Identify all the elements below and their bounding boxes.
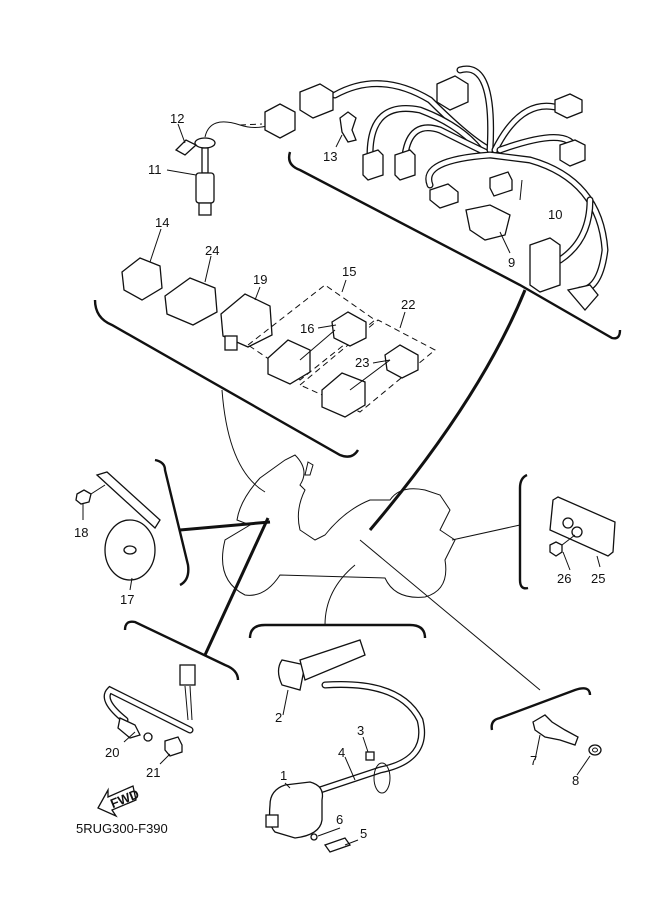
- callout-11: 11: [148, 162, 162, 177]
- drawing-code: 5RUG300-F390: [76, 821, 168, 836]
- multi-pin-connector: [529, 237, 561, 293]
- callout-21: 21: [146, 765, 160, 780]
- horn-bracket: [154, 458, 190, 587]
- harness-panel: [93, 151, 622, 458]
- relay-24: [164, 277, 218, 326]
- panel-bracket-lower: [93, 299, 360, 458]
- leader-coil: [324, 564, 356, 626]
- leader-harness-right: [368, 289, 527, 531]
- temp-sensor-group: [490, 687, 602, 756]
- plate-light-group: [518, 473, 616, 590]
- callout-8: 8: [572, 773, 579, 788]
- relays: [121, 257, 436, 418]
- relay-14: [121, 257, 163, 301]
- callout-labels: 1 2 3 4 5 6 7 8 9 10 11 12 13 14 15 16 1…: [74, 111, 605, 841]
- callout-22: 22: [401, 297, 415, 312]
- callout-10: 10: [548, 207, 562, 222]
- callout-19: 19: [253, 272, 267, 287]
- leader-harness-left: [221, 389, 266, 493]
- horn-group: [75, 458, 271, 587]
- bracket-9: [465, 204, 511, 241]
- callout-13: 13: [323, 149, 337, 164]
- plug-cap-2: [277, 659, 306, 691]
- callout-6: 6: [336, 812, 343, 827]
- callout-23: 23: [355, 355, 369, 370]
- callout-5: 5: [360, 826, 367, 841]
- callout-18: 18: [74, 525, 88, 540]
- callout-24: 24: [205, 243, 219, 258]
- panel-bracket-upper: [287, 151, 622, 340]
- callout-14: 14: [155, 215, 169, 230]
- bracket-25: [549, 496, 616, 557]
- nut-26: [549, 541, 563, 557]
- callout-26: 26: [557, 571, 571, 586]
- bolt-18: [75, 489, 92, 505]
- oxygen-sensor: [174, 103, 296, 216]
- temp-sensor-7: [532, 714, 579, 746]
- callout-25: 25: [591, 571, 605, 586]
- callout-16: 16: [300, 321, 314, 336]
- callout-1: 1: [280, 768, 287, 783]
- callout-3: 3: [357, 723, 364, 738]
- callout-20: 20: [105, 745, 119, 760]
- bolt-5: [323, 837, 352, 853]
- clamp-12: [174, 139, 198, 156]
- scooter-silhouette: [222, 454, 456, 598]
- leader-plate: [451, 524, 521, 541]
- callout-15: 15: [342, 264, 356, 279]
- ignition-group: [248, 623, 427, 853]
- callout-2: 2: [275, 710, 282, 725]
- callout-9: 9: [508, 255, 515, 270]
- fwd-label: FWD: [108, 786, 141, 811]
- lead-wire-group: [103, 620, 240, 757]
- collar-21: [164, 736, 183, 757]
- coil-1: [268, 781, 324, 839]
- gasket-8: [588, 744, 602, 756]
- leader-lines: [82, 123, 601, 846]
- callout-7: 7: [530, 753, 537, 768]
- leader-sensor: [359, 539, 541, 691]
- wire-harness: [299, 65, 609, 311]
- relay-19: [220, 293, 273, 348]
- fwd-arrow: FWD: [97, 785, 141, 818]
- tie-3: [365, 751, 375, 761]
- leader-leadwire: [203, 517, 270, 656]
- callout-17: 17: [120, 592, 134, 607]
- callout-4: 4: [338, 745, 345, 760]
- lead-wire-20: [117, 717, 141, 739]
- lead-connector: [179, 664, 196, 686]
- sensor-connector: [264, 103, 296, 139]
- washer-6: [310, 833, 318, 841]
- callout-12: 12: [170, 111, 184, 126]
- clip-13: [339, 111, 357, 143]
